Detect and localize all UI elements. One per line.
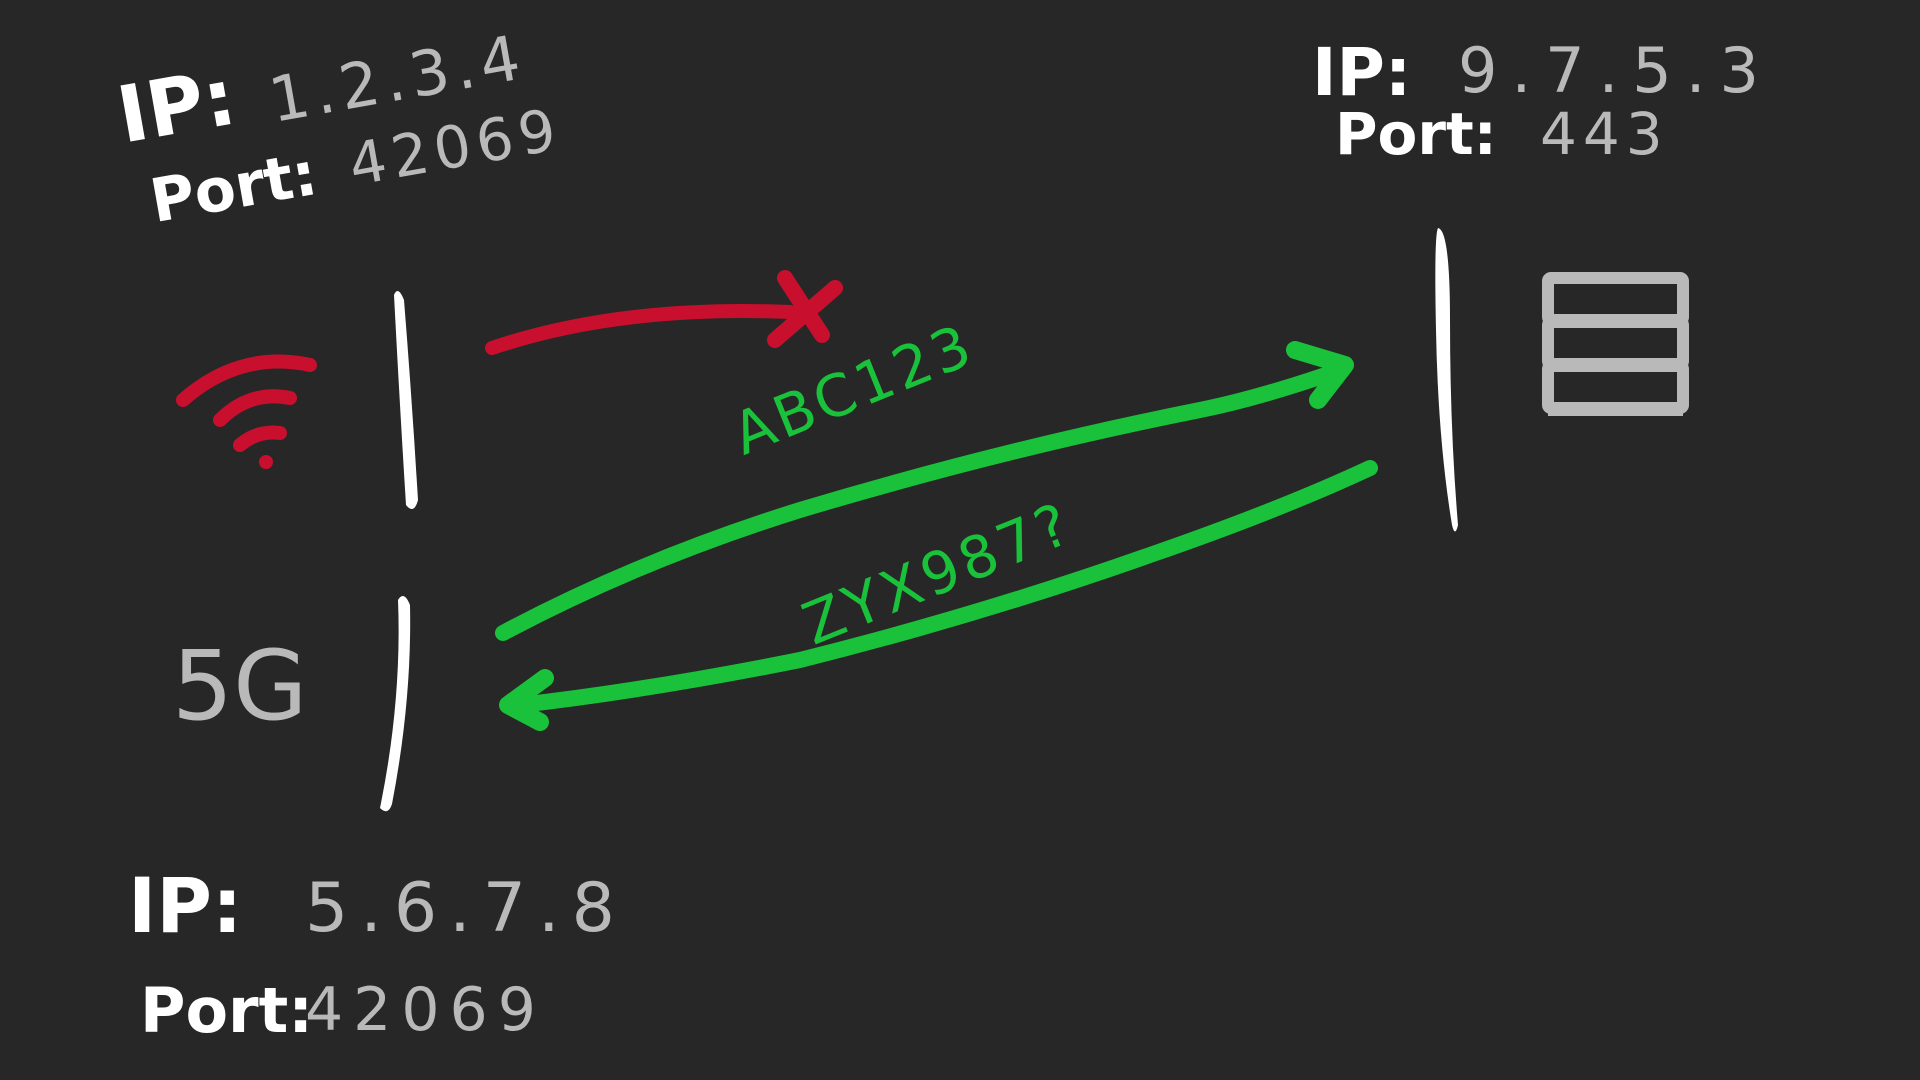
wifi-ip-label: IP: — [111, 52, 243, 162]
nat-boundary-server — [1435, 228, 1458, 532]
5g-network-label: 5G — [172, 630, 308, 742]
outgoing-arrowhead — [1286, 341, 1354, 409]
server-port-label: Port: — [1335, 100, 1497, 168]
server-ip-value: 9.7.5.3 — [1458, 34, 1773, 107]
5g-ip-value: 5.6.7.8 — [305, 869, 627, 948]
incoming-arrowhead — [499, 669, 554, 731]
5g-port-label: Port: — [140, 974, 314, 1047]
failed-connection-arrow — [485, 304, 797, 355]
server-ip-label: IP: — [1312, 34, 1412, 111]
server-port-value: 443 — [1540, 100, 1669, 168]
5g-port-value: 42069 — [305, 975, 546, 1045]
wifi-icon — [176, 354, 317, 469]
failed-x-icon — [767, 270, 843, 348]
server-stack-icon — [1542, 272, 1689, 416]
incoming-arrow — [512, 460, 1378, 713]
outgoing-arrow — [495, 362, 1348, 641]
5g-ip-label: IP: — [128, 861, 243, 950]
nat-boundary-5g — [380, 596, 411, 812]
nat-boundary-wifi — [394, 291, 418, 509]
